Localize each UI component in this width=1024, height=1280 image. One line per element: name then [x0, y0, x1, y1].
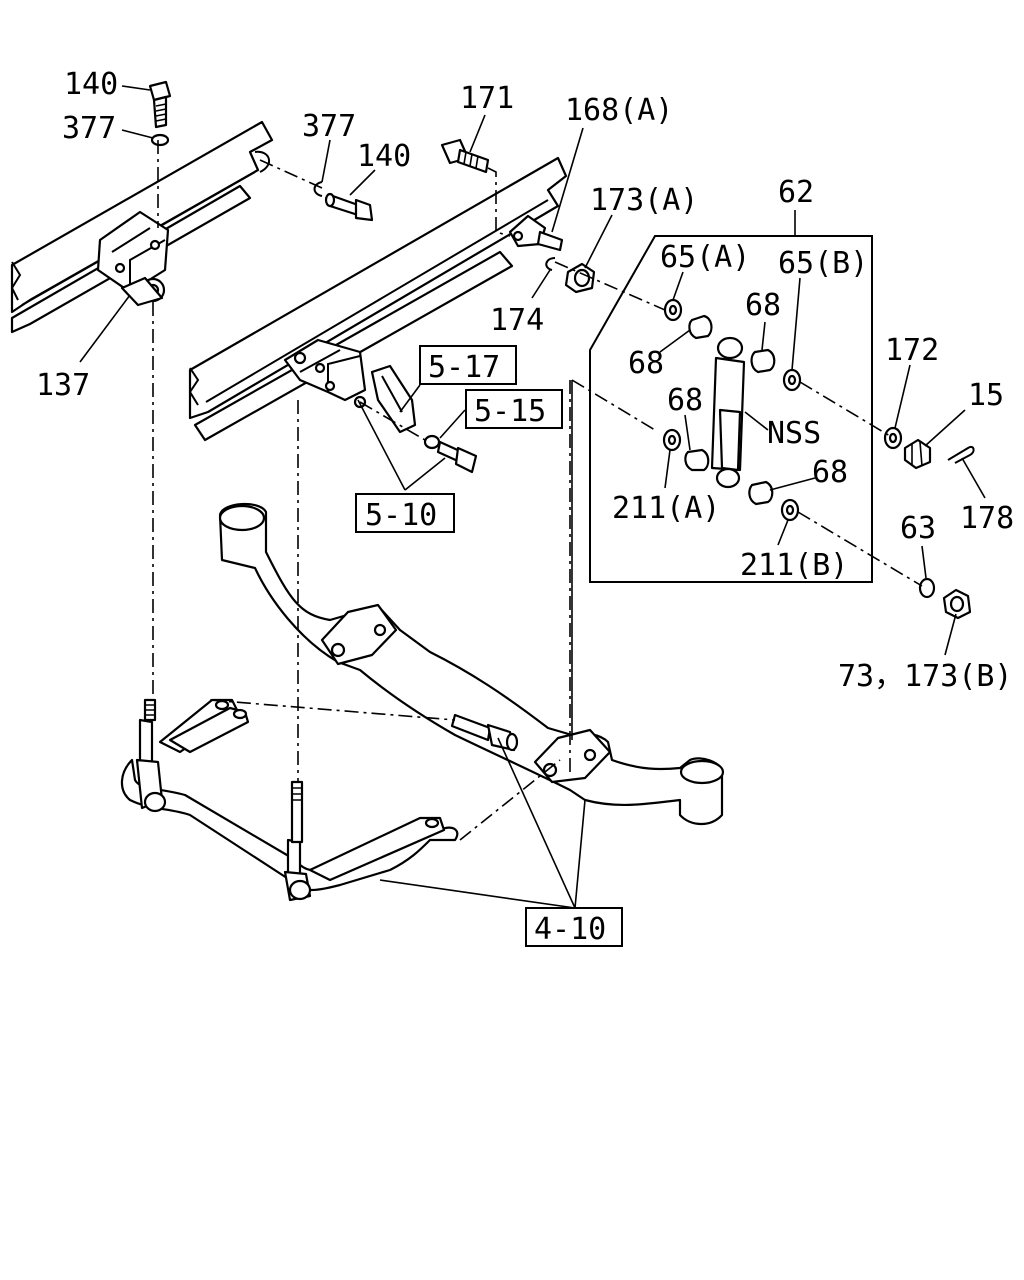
label-137: 137: [36, 368, 90, 403]
label-171: 171: [460, 81, 514, 116]
label-68-3: 68: [667, 383, 703, 418]
stabilizer-bar: [120, 698, 459, 902]
ref-5-15[interactable]: 5-15: [474, 394, 546, 429]
shock-mount-bracket: [283, 338, 367, 402]
washer-211b-inner: [785, 504, 795, 516]
label-68-1: 68: [628, 346, 664, 381]
ref-box-4-10: [525, 907, 623, 947]
label-68-2: 68: [745, 288, 781, 323]
bump-stopper: [370, 364, 417, 434]
bracket-137: [96, 210, 170, 307]
bushing-68-b: [750, 348, 776, 374]
ref-box-5-10: [355, 493, 455, 533]
bolt-5-15: [423, 434, 478, 474]
castle-nut-15: [903, 438, 932, 470]
stabilizer-link-pin: [450, 713, 519, 752]
label-65a: 65(A): [660, 240, 750, 275]
center-frame-rail: [188, 156, 568, 442]
label-140-right: 140: [357, 139, 411, 174]
washer-211a-inner: [667, 434, 677, 446]
bolt-140-right: [324, 192, 374, 222]
cotter-pin-178: [947, 445, 975, 464]
assembly-center-lines: [152, 140, 923, 841]
ref-5-10[interactable]: 5-10: [365, 498, 437, 533]
label-211b: 211(B): [740, 548, 848, 583]
label-211a: 211(A): [612, 491, 720, 526]
label-377-left: 377: [62, 111, 116, 146]
snap-ring-377: [313, 181, 323, 197]
ref-box-5-15: [465, 389, 563, 429]
label-63: 63: [900, 511, 936, 546]
label-172: 172: [885, 333, 939, 368]
label-62: 62: [778, 175, 814, 210]
ref-box-5-17: [419, 345, 517, 385]
front-axle-beam: [218, 502, 725, 826]
bushing-68-d: [748, 480, 774, 506]
washer-172-inner: [888, 432, 898, 444]
ref-5-17[interactable]: 5-17: [428, 350, 500, 385]
leader-lines: [79, 85, 986, 909]
bolt-171: [440, 138, 490, 174]
nut-173a: [564, 262, 596, 294]
kit-62-outline: [589, 235, 873, 583]
ref-4-10[interactable]: 4-10: [534, 912, 606, 947]
label-377-right: 377: [302, 109, 356, 144]
stud-bracket-168a: [508, 214, 564, 252]
label-nss: NSS: [767, 416, 821, 451]
bolt-140-left: [148, 80, 172, 129]
snap-ring-174: [545, 257, 556, 271]
washer-63: [918, 577, 936, 599]
washer-65b-inner: [787, 374, 797, 386]
washer-377-left: [150, 133, 170, 147]
bushing-68-a: [688, 314, 713, 340]
washer-65a-inner: [668, 304, 678, 316]
bushing-68-c: [684, 448, 710, 472]
label-140-left: 140: [64, 67, 118, 102]
label-65b: 65(B): [778, 246, 868, 281]
label-178: 178: [960, 501, 1014, 536]
label-68-4: 68: [812, 455, 848, 490]
shock-absorber-62: [710, 336, 746, 489]
nut-73: [942, 588, 972, 620]
label-173a: 173(A): [590, 183, 698, 218]
label-15: 15: [968, 378, 1004, 413]
label-73-173b: 73，173(B): [838, 659, 1013, 694]
label-174: 174: [490, 303, 544, 338]
label-168a: 168(A): [565, 93, 673, 128]
